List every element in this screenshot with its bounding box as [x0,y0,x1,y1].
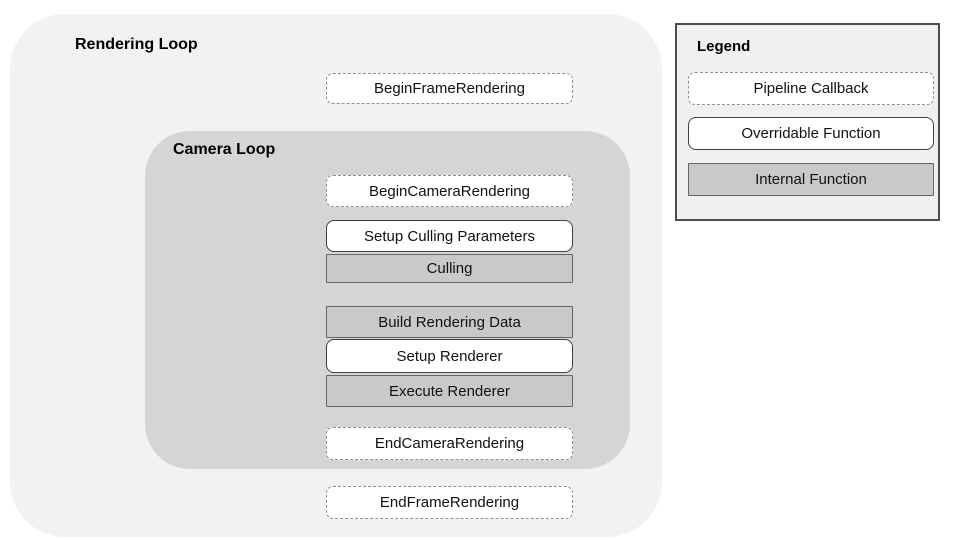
node-setup-culling-parameters: Setup Culling Parameters [326,220,573,252]
node-execute-renderer: Execute Renderer [326,375,573,407]
legend-item-overridable-function: Overridable Function [688,117,934,150]
legend-item-internal-function: Internal Function [688,163,934,196]
legend-panel: Legend Pipeline Callback Overridable Fun… [675,23,940,221]
node-setup-renderer: Setup Renderer [326,339,573,373]
legend-title: Legend [697,38,751,55]
node-build-rendering-data: Build Rendering Data [326,306,573,338]
node-end-frame-rendering: EndFrameRendering [326,486,573,519]
node-begin-camera-rendering: BeginCameraRendering [326,175,573,207]
node-begin-frame-rendering: BeginFrameRendering [326,73,573,104]
legend-item-pipeline-callback: Pipeline Callback [688,72,934,105]
node-culling: Culling [326,254,573,283]
rendering-loop-label: Rendering Loop [75,36,198,53]
node-end-camera-rendering: EndCameraRendering [326,427,573,460]
camera-loop-label: Camera Loop [173,141,276,158]
